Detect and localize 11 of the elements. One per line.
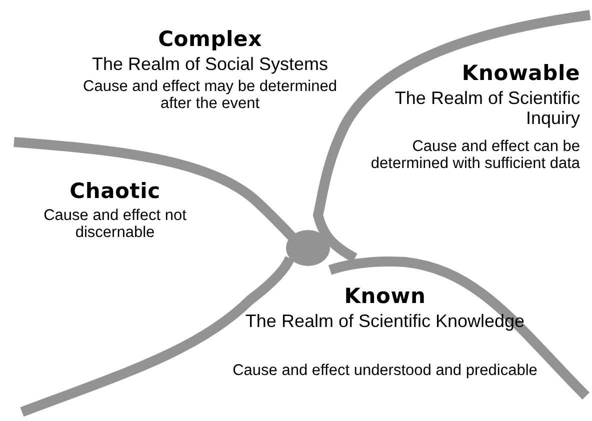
region-subtitle: The Realm of Social Systems [90, 54, 330, 74]
region-description: Cause and effect not discernable [42, 207, 188, 242]
region-description: Cause and effect understood and predicable [232, 362, 538, 380]
region-description: Cause and effect may be determined after the event [82, 78, 338, 113]
region-subtitle: The Realm of Scientific Inquiry [394, 88, 580, 128]
region-heading: Known [343, 285, 427, 309]
region-description: Cause and effect can be determined with sufficient data [370, 138, 580, 173]
region-heading: Knowable [460, 62, 580, 86]
region-heading: Complex [157, 28, 263, 52]
region-heading: Chaotic [68, 180, 162, 204]
region-subtitle: The Realm of Scientific Knowledge [244, 311, 526, 332]
